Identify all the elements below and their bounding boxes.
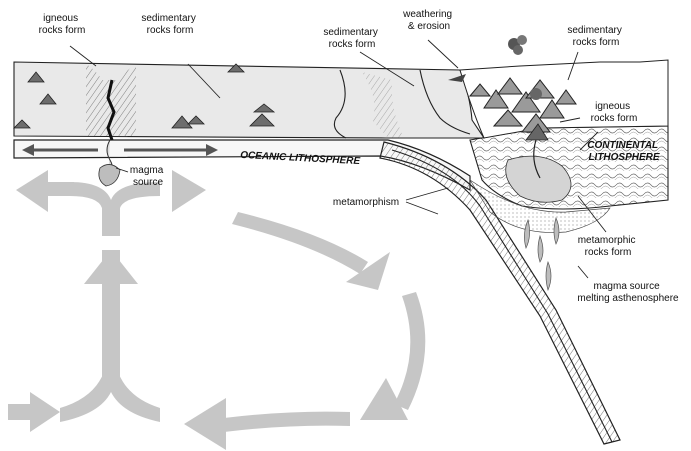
mantle-convection-arrows-icon bbox=[8, 170, 425, 450]
eruption-cloud-icon bbox=[508, 35, 527, 55]
sediment-layer bbox=[14, 62, 484, 138]
volcanic-plume-icon bbox=[530, 88, 542, 100]
mid-ocean-ridge-icon bbox=[86, 64, 136, 186]
label-metamorphism: metamorphism bbox=[333, 197, 399, 208]
label-magma-source-ridge: magma source bbox=[130, 165, 166, 188]
label-sedimentary-mid: sedimentary rocks form bbox=[323, 27, 380, 50]
label-weathering-erosion: weathering & erosion bbox=[402, 9, 455, 32]
label-sedimentary-left: sedimentary rocks form bbox=[141, 13, 198, 36]
label-metamorphic-rocks: metamorphic rocks form bbox=[578, 235, 639, 258]
label-sedimentary-right: sedimentary rocks form bbox=[567, 25, 624, 48]
label-magma-source-melting: magma source melting asthenosphere bbox=[577, 281, 679, 304]
label-igneous-arc: igneous rocks form bbox=[591, 101, 638, 124]
label-continental-lithosphere: CONTINENTAL LITHOSPHERE bbox=[587, 140, 661, 163]
continental-lithosphere bbox=[470, 126, 668, 209]
label-igneous-ridge: igneous rocks form bbox=[39, 13, 86, 36]
